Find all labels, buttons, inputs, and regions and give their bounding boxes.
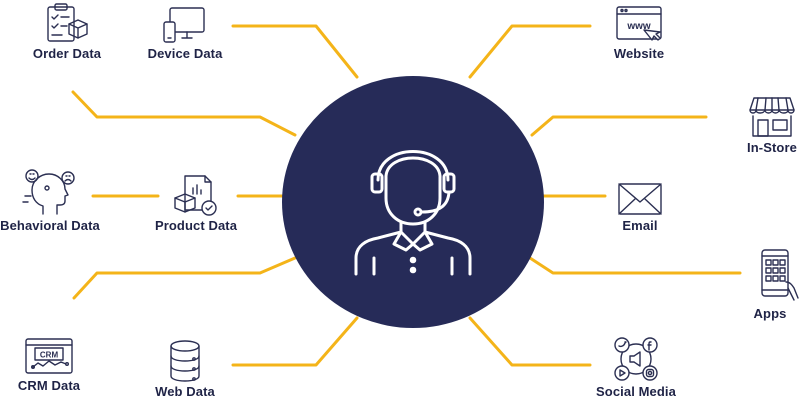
- order-clipboard-icon: [47, 3, 88, 42]
- node-web-data: Web Data: [140, 338, 230, 399]
- product-data-label: Product Data: [154, 218, 238, 233]
- in-store-label: In-Store: [747, 140, 797, 155]
- order-data-label: Order Data: [32, 46, 102, 61]
- node-device-data: Device Data: [140, 2, 230, 61]
- connector-apps: [528, 256, 742, 275]
- connector-web-data: [231, 316, 359, 367]
- node-apps: Apps: [738, 248, 800, 321]
- social-media-icon: [614, 337, 658, 381]
- behavior-head-icon: [22, 169, 75, 215]
- device-data-label: Device Data: [147, 46, 223, 61]
- node-product-data: Product Data: [151, 172, 241, 233]
- connector-website: [468, 24, 592, 79]
- apps-label: Apps: [753, 306, 787, 321]
- web-data-label: Web Data: [155, 384, 215, 399]
- node-website: www Website: [596, 4, 682, 61]
- central-hub: [282, 76, 544, 328]
- node-email: Email: [600, 180, 680, 233]
- www-browser-icon: www: [616, 6, 662, 41]
- storefront-icon: [749, 97, 795, 137]
- database-icon: [170, 340, 200, 382]
- website-label: Website: [613, 46, 665, 61]
- crm-data-label: CRM Data: [17, 378, 81, 393]
- node-social-media: Social Media: [586, 334, 686, 399]
- crm-dashboard-icon: CRM: [25, 338, 73, 374]
- svg-text:CRM: CRM: [40, 351, 59, 360]
- social-media-label: Social Media: [596, 384, 676, 399]
- mobile-apps-icon: [761, 249, 799, 301]
- connector-device-data: [231, 24, 359, 79]
- svg-text:www: www: [626, 21, 651, 32]
- behavioral-data-label: Behavioral Data: [0, 218, 100, 233]
- envelope-icon: [618, 183, 662, 215]
- desktop-device-icon: [163, 7, 205, 43]
- node-behavioral-data: Behavioral Data: [0, 166, 100, 233]
- connector-upper-left: [71, 90, 297, 137]
- connector-lower-left: [72, 256, 297, 300]
- product-report-icon: [174, 175, 217, 216]
- node-crm-data: CRM CRM Data: [4, 336, 94, 393]
- customer-support-agent-icon: [354, 150, 472, 276]
- email-label: Email: [622, 218, 658, 233]
- node-order-data: Order Data: [22, 2, 112, 61]
- node-in-store: In-Store: [730, 94, 800, 155]
- connector-in-store: [530, 115, 708, 137]
- connector-social-media: [468, 316, 592, 367]
